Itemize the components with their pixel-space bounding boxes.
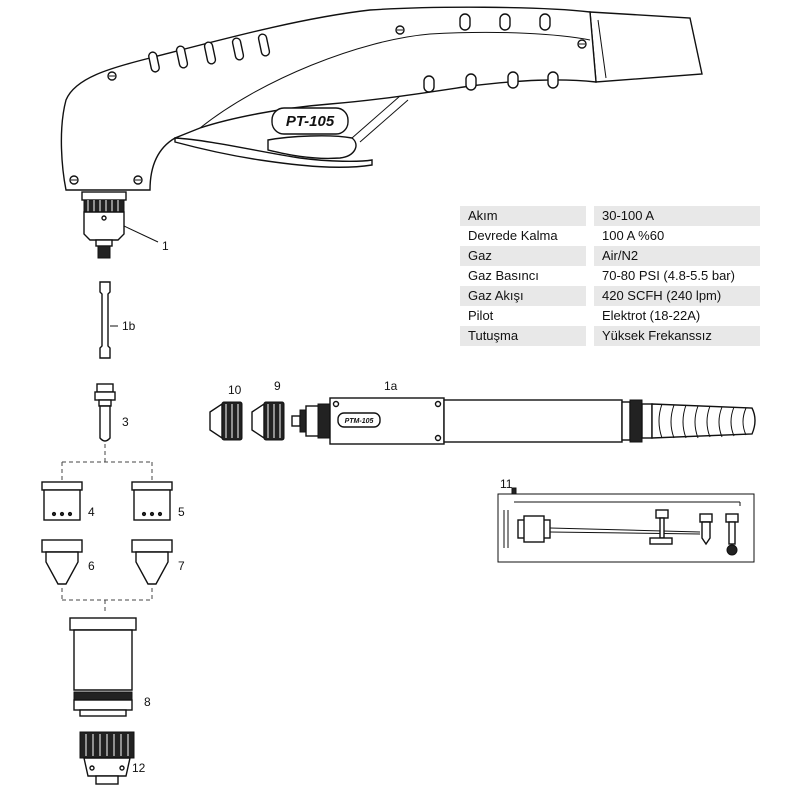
part-label-4: 4 xyxy=(88,505,95,519)
alternatives-bracket-bottom xyxy=(61,588,153,614)
spec-row: Akım 30-100 A xyxy=(460,206,760,226)
part-8-retaining-cap xyxy=(69,617,137,717)
part-9-cap xyxy=(251,401,285,441)
screw-icon xyxy=(69,25,587,185)
part-4-swirl-ring xyxy=(41,481,83,521)
head-model-label: PTM-105 xyxy=(345,418,374,425)
part-6-nozzle xyxy=(41,539,83,585)
spec-key: Tutuşma xyxy=(460,326,586,346)
part-label-10: 10 xyxy=(228,383,242,397)
model-label: PT-105 xyxy=(286,113,335,130)
part-1b-rod xyxy=(99,281,118,359)
spec-row: Pilot Elektrot (18-22A) xyxy=(460,306,760,326)
part-label-1a: 1a xyxy=(384,379,398,393)
torch-handle: PT-105 xyxy=(60,6,703,191)
spec-key: Gaz Basıncı xyxy=(468,268,539,283)
part-label-3: 3 xyxy=(122,415,129,429)
spec-value: Yüksek Frekanssız xyxy=(594,326,760,346)
spec-key: Devrede Kalma xyxy=(468,228,558,243)
part-label-9: 9 xyxy=(274,379,281,393)
part-1a-machine-torch: PTM-105 xyxy=(291,397,756,445)
spec-key: Gaz Akışı xyxy=(460,286,586,306)
model-badge xyxy=(271,107,349,135)
part-5-swirl-ring xyxy=(131,481,173,521)
spec-value: 420 SCFH (240 lpm) xyxy=(594,286,760,306)
spec-key: Pilot xyxy=(468,308,494,323)
part-label-1b: 1b xyxy=(122,319,136,333)
torch-head-part-1 xyxy=(81,191,159,259)
spec-row: Gaz Akışı 420 SCFH (240 lpm) xyxy=(460,286,760,306)
alternatives-bracket-top xyxy=(61,444,153,482)
spec-row: Devrede Kalma 100 A %60 xyxy=(460,226,760,246)
spec-value: 30-100 A xyxy=(594,206,760,226)
part-label-11: 11 xyxy=(500,477,513,491)
part-10-cap xyxy=(209,401,243,441)
spec-row: Tutuşma Yüksek Frekanssız xyxy=(460,326,760,346)
spec-value: Air/N2 xyxy=(594,246,760,266)
part-label-1: 1 xyxy=(162,239,169,253)
part-7-nozzle xyxy=(131,539,173,585)
spec-key: Akım xyxy=(460,206,586,226)
part-label-6: 6 xyxy=(88,559,95,573)
part-label-8: 8 xyxy=(144,695,151,709)
spec-row: Gaz Basıncı 70-80 PSI (4.8-5.5 bar) xyxy=(460,266,760,286)
spec-value: Elektrot (18-22A) xyxy=(602,308,701,323)
part-label-7: 7 xyxy=(178,559,185,573)
spec-key: Gaz xyxy=(460,246,586,266)
spec-value: 100 A %60 xyxy=(602,228,665,243)
part-12-shield-cap xyxy=(79,731,135,785)
part-3-electrode xyxy=(94,383,116,442)
spec-value: 70-80 PSI (4.8-5.5 bar) xyxy=(602,268,735,283)
part-label-12: 12 xyxy=(132,761,146,775)
spec-row: Gaz Air/N2 xyxy=(460,246,760,266)
spec-table: Akım 30-100 A Devrede Kalma 100 A %60 Ga… xyxy=(460,206,760,346)
part-label-5: 5 xyxy=(178,505,185,519)
part-11-mounting-kit xyxy=(497,487,755,563)
